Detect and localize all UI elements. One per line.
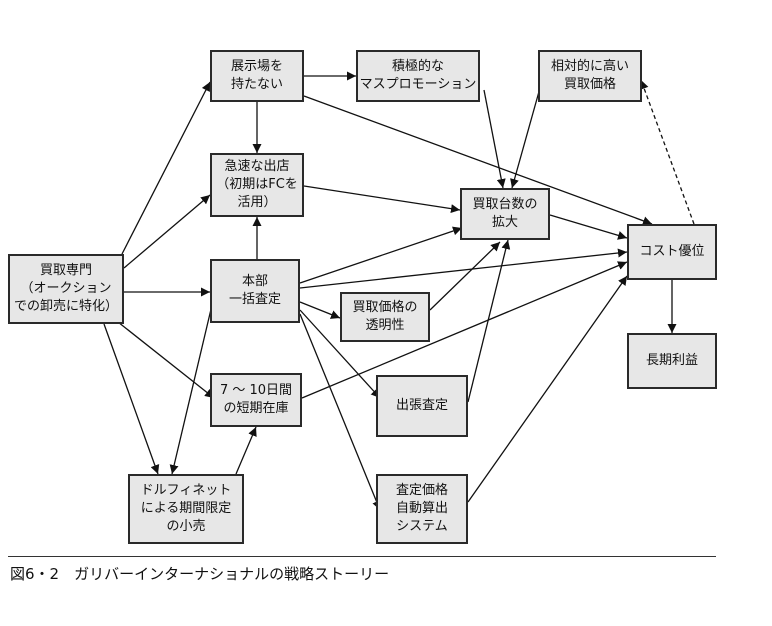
node-hq-central-appraisal: 本部 一括査定 [210,259,300,323]
arrow-onsite-to-volume [467,239,511,403]
arrow-mass-promo-to-volume [483,89,506,189]
arrow-no-showroom-to-cost-advantage [303,95,653,226]
node-auto-pricing-system: 査定価格 自動算出 システム [376,474,468,544]
node-rapid-store-expansion: 急速な出店 （初期はFCを 活用） [210,153,304,217]
arrow-volume-to-cost-advantage [549,214,628,240]
arrow-hq-appraisal-to-dolphinet [169,304,213,475]
arrow-hq-appraisal-to-cost-advantage [299,248,628,289]
arrow-hq-appraisal-to-onsite [299,309,381,399]
node-purchase-only: 買取専門 （オークション での卸売に特化） [8,254,124,324]
node-short-term-inventory: 7 〜 10日間 の短期在庫 [210,373,302,427]
node-price-transparency: 買取価格の 透明性 [340,292,430,342]
arrow-purchase-only-to-rapid-expansion [123,194,211,269]
arrow-short-inventory-to-cost-advantage [301,261,628,399]
node-high-purchase-price: 相対的に高い 買取価格 [538,50,642,102]
node-cost-advantage: コスト優位 [627,224,717,280]
arrow-rapid-expansion-to-volume [303,185,461,214]
node-long-term-profit: 長期利益 [627,333,717,389]
arrow-hq-appraisal-to-auto-pricing [299,313,381,511]
arrow-purchase-only-to-no-showroom [121,81,211,255]
caption-divider [8,556,716,557]
arrow-cost-advantage-to-high-price [639,79,695,225]
arrow-hq-appraisal-to-volume [299,226,463,284]
figure-caption: 図6・2 ガリバーインターナショナルの戦略ストーリー [10,565,390,583]
node-mass-promotion: 積極的な マスプロモーション [356,50,480,102]
arrow-purchase-only-to-dolphinet [103,323,160,475]
node-no-showroom: 展示場を 持たない [210,50,304,102]
arrow-high-price-to-volume [510,87,541,189]
arrow-transparency-to-volume [429,241,501,311]
arrow-auto-pricing-to-cost-advantage [467,275,628,503]
node-onsite-appraisal: 出張査定 [376,375,468,437]
arrow-dolphinet-to-short-inventory [235,426,257,475]
node-purchase-volume-expansion: 買取台数の 拡大 [460,188,550,240]
node-dolphinet-retail: ドルフィネット による期間限定 の小売 [128,474,244,544]
arrow-purchase-only-to-short-inventory [117,321,215,399]
arrow-hq-appraisal-to-transparency [299,301,341,319]
